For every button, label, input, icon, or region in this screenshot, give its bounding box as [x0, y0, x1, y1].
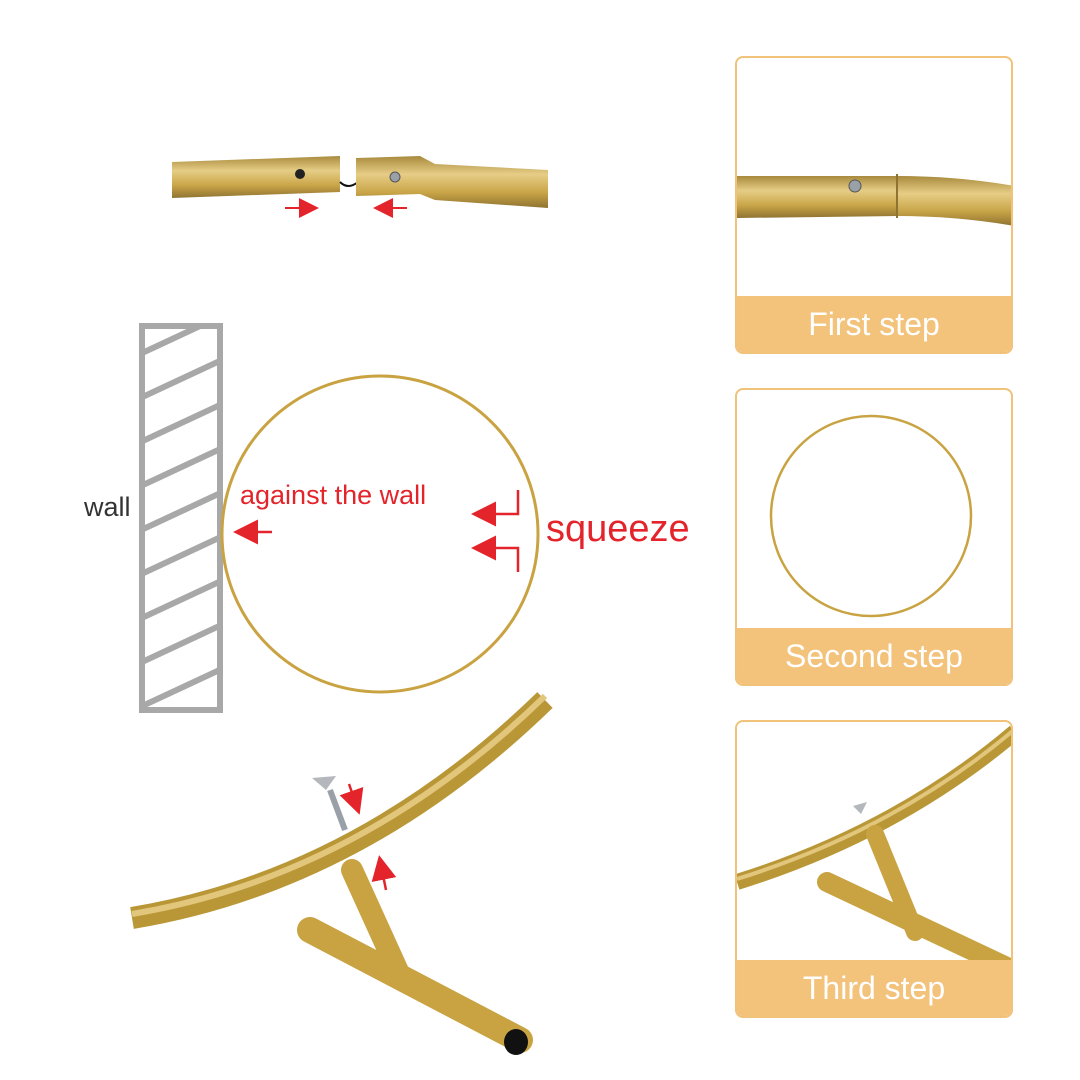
- stand-base: [297, 917, 533, 1053]
- tube-joint-diagram: [172, 156, 548, 218]
- pin-hole: [295, 169, 305, 179]
- arrow-bolt-down: [339, 783, 364, 815]
- hoop-ring: [220, 374, 540, 694]
- squeeze-arrow-bottom: [471, 535, 520, 572]
- wall-label: wall: [84, 492, 131, 522]
- wall-graphic: [139, 323, 223, 713]
- arrow-post-up: [371, 855, 397, 891]
- third-step-caption: Third step: [737, 960, 1011, 1016]
- third-step-photo: [737, 725, 1011, 977]
- first-step-photo: [737, 174, 1011, 226]
- step-card-third: Third step: [735, 720, 1013, 1018]
- squeeze-arrow-top: [471, 490, 520, 527]
- tube-left: [172, 156, 340, 198]
- wing-bolt: [312, 776, 348, 832]
- second-step-caption: Second step: [737, 628, 1011, 684]
- stand-post: [341, 859, 413, 991]
- stand-diagram: [130, 692, 553, 1055]
- first-step-caption: First step: [737, 296, 1011, 352]
- step-card-first: First step: [735, 56, 1013, 354]
- push-pin: [389, 171, 401, 183]
- arc-tube: [130, 692, 553, 929]
- squeeze-label: squeeze: [546, 508, 690, 550]
- second-step-photo: [769, 414, 973, 618]
- step-card-second: Second step: [735, 388, 1013, 686]
- tube-right: [356, 156, 548, 208]
- against-wall-label: against the wall: [240, 480, 427, 510]
- connector-wire: [339, 181, 359, 187]
